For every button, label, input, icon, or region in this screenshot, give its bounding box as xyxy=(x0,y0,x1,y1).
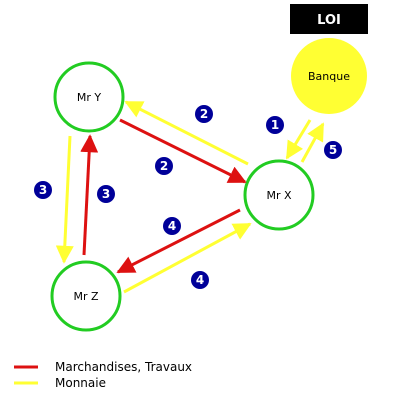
bank-label: Banque xyxy=(308,70,350,83)
step-badge-1: 1 xyxy=(266,116,284,134)
law-box: LOI xyxy=(290,4,368,34)
legend-goods-label: Marchandises, Travaux xyxy=(55,360,192,374)
legend: Marchandises, Travaux Monnaie xyxy=(14,360,192,390)
mr-z-node: Mr Z xyxy=(50,260,122,332)
step-badge-2-goods-circle xyxy=(155,157,173,175)
legend-money-label: Monnaie xyxy=(55,376,106,390)
step-badge-4-goods-label: 4 xyxy=(168,219,176,233)
step-badge-2-goods-label: 2 xyxy=(160,159,168,173)
step-badge-3-goods-circle xyxy=(97,185,115,203)
mr-y-label: Mr Y xyxy=(77,91,102,104)
step-badge-5-label: 5 xyxy=(329,143,337,157)
step-badge-4-goods: 4 xyxy=(163,217,181,235)
mr-x-circle xyxy=(243,159,315,231)
mr-x-node: Mr X xyxy=(243,159,315,231)
arrow-y-to-x-goods xyxy=(119,118,247,184)
arrow-x-to-y-money xyxy=(124,100,249,166)
step-badge-4-money-label: 4 xyxy=(196,273,204,287)
mr-y-node: Mr Y xyxy=(53,61,125,133)
step-badge-2-money: 2 xyxy=(195,105,213,123)
mr-y-circle xyxy=(53,61,125,133)
law-box-label: LOI xyxy=(317,13,341,28)
step-badge-2-money-circle xyxy=(195,105,213,123)
mr-x-label: Mr X xyxy=(266,189,292,202)
arrow-x-to-z-goods xyxy=(116,208,241,274)
bank-circle xyxy=(291,38,367,114)
arrow-y-to-z-money xyxy=(55,135,74,264)
step-badge-4-money: 4 xyxy=(191,271,209,289)
bank-node: Banque xyxy=(291,38,367,114)
step-badge-4-goods-circle xyxy=(163,217,181,235)
step-badge-3-goods-label: 3 xyxy=(102,187,110,201)
step-badge-3-money: 3 xyxy=(34,181,52,199)
step-badge-5-circle xyxy=(324,141,342,159)
arrow-z-to-y-goods xyxy=(80,134,99,256)
mr-z-circle xyxy=(50,260,122,332)
step-badge-3-money-circle xyxy=(34,181,52,199)
step-badge-1-circle xyxy=(266,116,284,134)
step-badge-3-goods: 3 xyxy=(97,185,115,203)
law-box-background xyxy=(290,4,368,34)
step-badge-3-money-label: 3 xyxy=(39,183,47,197)
step-badge-1-label: 1 xyxy=(271,118,279,132)
step-badge-2-goods: 2 xyxy=(155,157,173,175)
arrow-z-to-x-money xyxy=(123,222,252,294)
step-badge-5: 5 xyxy=(324,141,342,159)
step-badge-4-money-circle xyxy=(191,271,209,289)
mr-z-label: Mr Z xyxy=(73,290,99,303)
step-badge-2-money-label: 2 xyxy=(200,107,208,121)
arrow-x-to-bank-money xyxy=(300,122,325,163)
arrow-bank-to-x-money xyxy=(285,119,312,160)
